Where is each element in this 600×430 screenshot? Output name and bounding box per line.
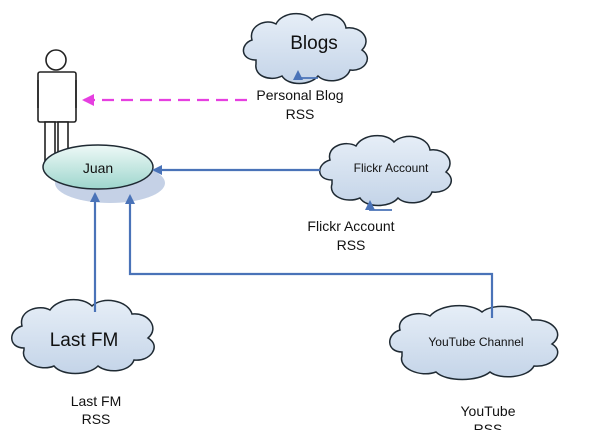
lastfm-rss-label-line2: RSS xyxy=(82,411,111,427)
flickr-rss-label-line1: Flickr Account xyxy=(307,218,394,234)
blogs-cloud-label: Blogs xyxy=(290,33,338,54)
blogs-rss-arrow xyxy=(293,70,318,80)
juan-label: Juan xyxy=(83,160,113,176)
flickr-rss-arrow xyxy=(365,200,392,211)
actor-body xyxy=(37,71,77,123)
actor-head xyxy=(45,49,67,71)
youtube-connector xyxy=(125,194,494,318)
flickr-cloud-label: Flickr Account xyxy=(354,161,429,175)
actor-icon xyxy=(37,49,77,165)
flickr-cloud: Flickr Account xyxy=(319,134,452,207)
personal-blog-label-line1: Personal Blog xyxy=(256,87,343,103)
personal-blog-label-line2: RSS xyxy=(286,106,315,122)
lastfm-cloud: Last FM xyxy=(11,298,155,375)
youtube-cloud-label: YouTube Channel xyxy=(428,335,523,349)
youtube-rss-label-line1: YouTube xyxy=(460,403,515,419)
youtube-cloud: YouTube Channel xyxy=(389,304,559,381)
flickr-rss-label-line2: RSS xyxy=(337,237,366,253)
lastfm-rss-label-line1: Last FM xyxy=(71,393,122,409)
lastfm-cloud-label: Last FM xyxy=(50,330,119,351)
youtube-rss-label-line2: RSS xyxy=(474,421,503,430)
blogs-cloud: Blogs xyxy=(242,12,368,85)
